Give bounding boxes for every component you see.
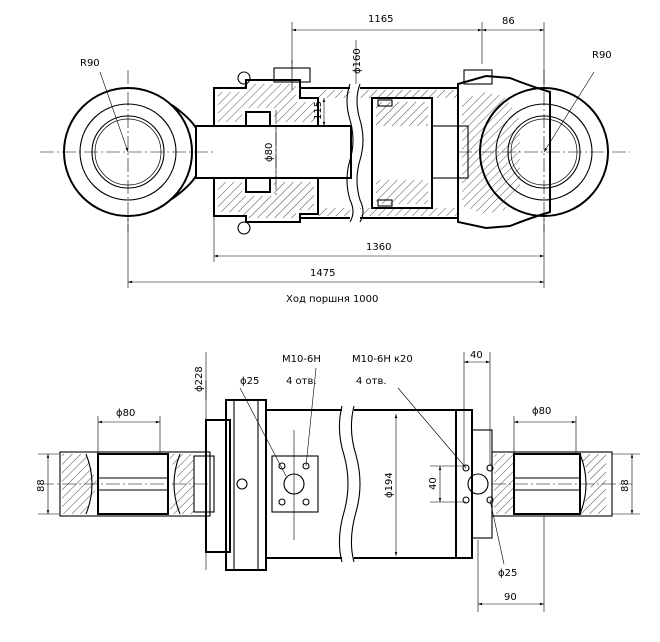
dim-88-right-label: 88 (620, 479, 631, 492)
gland (213, 60, 319, 235)
dim-1165-label: 1165 (368, 14, 393, 25)
dim-d194-label: ϕ194 (384, 472, 395, 498)
dim-d25-bottom-label: ϕ25 (498, 568, 517, 579)
gland-plan (193, 352, 267, 571)
dim-86-label: 86 (502, 16, 515, 27)
dim-40-mid-label: 40 (428, 477, 439, 490)
left-eye (40, 70, 216, 232)
stroke-note: Ход поршня 1000 (286, 294, 378, 305)
r90-right-label: R90 (592, 50, 612, 61)
left-lug (38, 416, 211, 517)
dim-d160-label: ϕ160 (352, 48, 363, 74)
holes-right-label: 4 отв. (356, 376, 387, 387)
holes-left-label: 4 отв. (286, 376, 317, 387)
dim-40-top-label: 40 (470, 350, 483, 361)
rear-head-plan (397, 352, 545, 612)
cylinder-tube (300, 83, 458, 223)
top-view: R90 R90 1165 86 ϕ160 115 ϕ80 1360 1475 Х… (40, 14, 630, 305)
dim-88-left-label: 88 (36, 479, 47, 492)
dim-d80-left-label: ϕ80 (116, 408, 135, 419)
dim-d25-top-label: ϕ25 (240, 376, 259, 387)
thread-m10-right-label: M10-6H к20 (352, 354, 413, 365)
right-lug (491, 416, 640, 517)
dim-1360-label: 1360 (366, 242, 391, 253)
rear-head (457, 69, 630, 232)
dim-d80-rod-label: ϕ80 (264, 143, 275, 162)
dim-d228-label: ϕ228 (194, 366, 205, 392)
bottom-view: ϕ228 ϕ25 M10-6H 4 отв. M10-6H к20 4 отв.… (36, 350, 640, 612)
piston (371, 97, 469, 209)
thread-m10-left-label: M10-6H (282, 354, 321, 365)
tube-plan (266, 405, 456, 563)
port-block-left (239, 367, 319, 540)
dim-d80-right-label: ϕ80 (532, 406, 551, 417)
r90-left-label: R90 (80, 58, 100, 69)
top-dimensions (127, 22, 545, 288)
dim-115-label: 115 (313, 101, 324, 120)
dim-1475-label: 1475 (310, 268, 335, 279)
dim-90-label: 90 (504, 592, 517, 603)
